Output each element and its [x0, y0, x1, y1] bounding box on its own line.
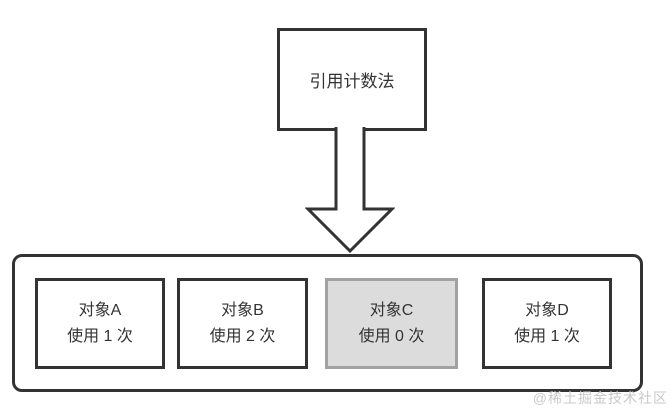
watermark: @稀土掘金技术社区	[532, 390, 668, 406]
object-box-b: 对象B 使用 2 次	[177, 278, 308, 369]
object-name: 对象A	[78, 301, 122, 319]
title-label: 引用计数法	[309, 72, 395, 91]
object-name: 对象C	[369, 301, 414, 319]
title-box: 引用计数法	[277, 28, 427, 131]
object-box-d: 对象D 使用 1 次	[482, 278, 612, 369]
object-name: 对象D	[525, 301, 569, 319]
object-usage: 使用 0 次	[358, 327, 425, 345]
object-name: 对象B	[221, 301, 264, 319]
object-box-c-highlighted: 对象C 使用 0 次	[325, 278, 458, 369]
object-box-a: 对象A 使用 1 次	[35, 278, 165, 369]
down-arrow-icon	[304, 122, 396, 254]
object-usage: 使用 1 次	[514, 327, 580, 345]
object-usage: 使用 1 次	[67, 327, 133, 345]
object-usage: 使用 2 次	[209, 327, 276, 345]
